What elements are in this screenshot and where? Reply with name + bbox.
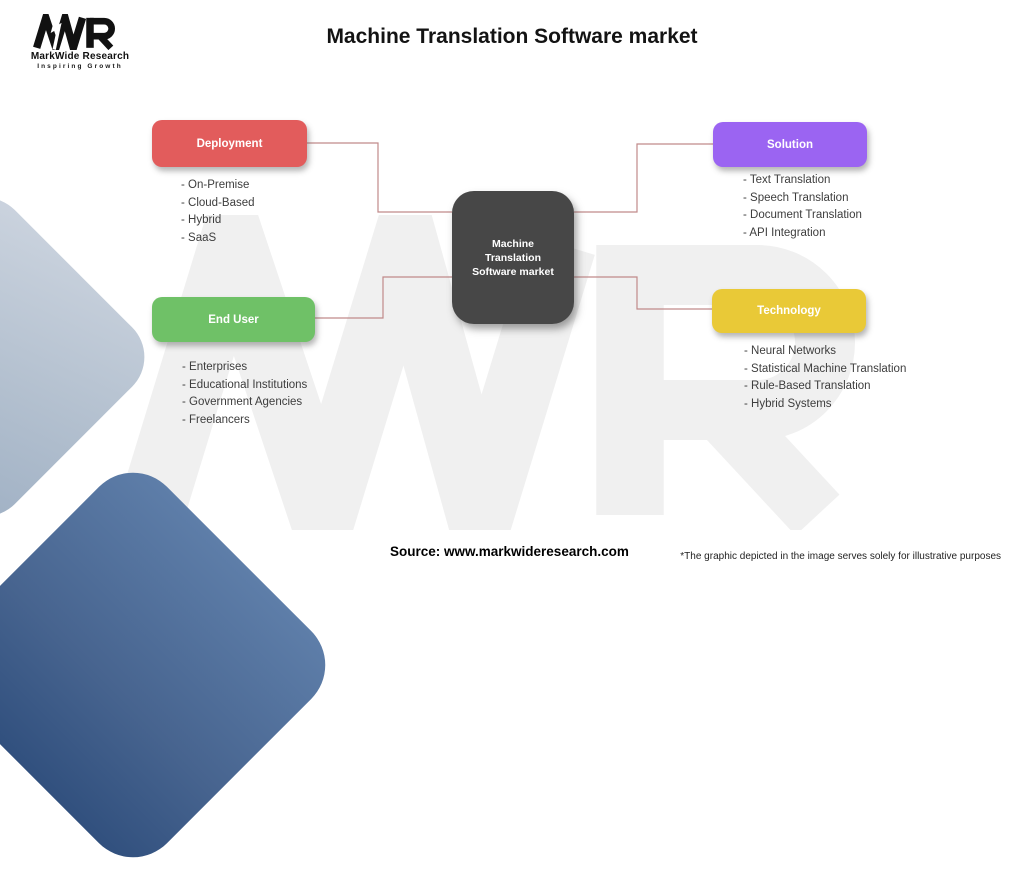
category-label-deployment: Deployment (196, 137, 263, 150)
list-item: - Speech Translation (743, 191, 849, 204)
list-item: - On-Premise (181, 179, 250, 191)
source-text: Source: www.markwideresearch.com (390, 544, 629, 559)
list-item: - Government Agencies (182, 396, 303, 409)
markwide-logo: MarkWide Research Inspiring Growth (20, 14, 140, 70)
category-box-technology: Technology (712, 289, 866, 333)
end-user-item-list: - Enterprises - Educational Institutions… (182, 359, 307, 429)
deployment-item-list: - On-Premise - Cloud-Based - Hybrid - Sa… (181, 177, 255, 247)
list-item: - Enterprises (182, 361, 248, 373)
list-item: - Document Translation (743, 209, 862, 222)
category-box-deployment: Deployment (152, 120, 307, 167)
list-item: - API Integration (743, 226, 826, 239)
disclaimer-text: *The graphic depicted in the image serve… (680, 551, 1001, 562)
category-label-solution: Solution (767, 138, 813, 151)
connector-deployment-center (307, 142, 452, 213)
connector-center-solution (574, 143, 713, 213)
list-item: - SaaS (181, 231, 217, 244)
list-item: - Freelancers (182, 413, 250, 426)
page-title: Machine Translation Software market (326, 25, 698, 48)
list-item: - Statistical Machine Translation (744, 362, 907, 375)
list-item: - Neural Networks (744, 345, 837, 357)
list-item: - Educational Institutions (182, 378, 308, 391)
mwr-logo-icon (33, 14, 115, 50)
category-label-technology: Technology (757, 305, 821, 317)
solution-item-list: - Text Translation - Speech Translation … (743, 172, 862, 242)
list-item: - Hybrid Systems (744, 397, 832, 410)
list-item: - Hybrid (181, 214, 222, 227)
list-item: - Cloud-Based (181, 196, 255, 209)
technology-item-list: - Neural Networks - Statistical Machine … (744, 343, 906, 413)
central-node: Machine Translation Software market (452, 191, 574, 324)
logo-tagline: Inspiring Growth (37, 63, 123, 70)
list-item: - Text Translation (743, 174, 831, 186)
logo-company-name: MarkWide Research (30, 51, 130, 62)
category-box-end-user: End User (152, 297, 315, 342)
central-node-label: Machine Translation Software market (472, 237, 554, 278)
list-item: - Rule-Based Translation (744, 380, 871, 393)
category-box-solution: Solution (713, 122, 867, 167)
category-label-end-user: End User (208, 313, 259, 326)
